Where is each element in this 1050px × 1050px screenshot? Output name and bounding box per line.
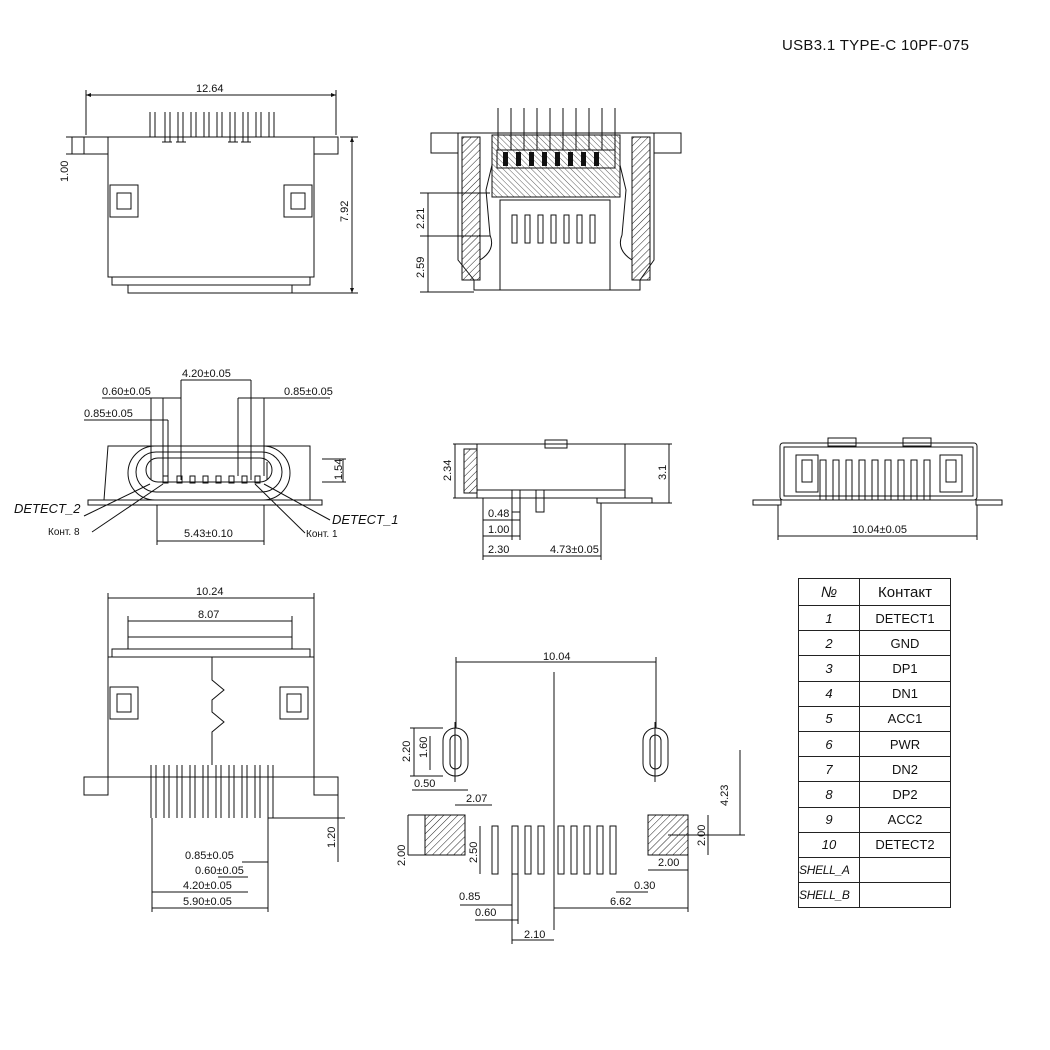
dim-fp-pad-h-right: 2.00	[696, 825, 708, 846]
pin-number: SHELL_B	[798, 882, 860, 909]
rear-view	[752, 437, 1003, 540]
dim-top-060: 0.60±0.05	[195, 865, 244, 877]
dim-side-h2: 3.1	[657, 465, 669, 480]
dim-section-lower: 2.59	[415, 257, 427, 278]
dim-top-420: 4.20±0.05	[183, 880, 232, 892]
dim-side-230: 2.30	[488, 544, 509, 556]
pin-name	[859, 856, 951, 884]
dim-fp-slot-h: 2.20	[401, 741, 413, 762]
section-view	[420, 108, 682, 293]
label-pin1: Конт. 1	[306, 529, 338, 540]
dim-mating-pad-right: 0.85±0.05	[284, 386, 333, 398]
dim-top-width-outer: 10.24	[196, 586, 224, 598]
pin-name: DN1	[859, 680, 951, 707]
dim-fp-pad-offset: 4.23	[719, 785, 731, 806]
dim-front-flange: 1.00	[59, 161, 71, 182]
dim-top-width-inner: 8.07	[198, 609, 219, 621]
dim-fp-085: 0.85	[459, 891, 480, 903]
dim-mating-pitch: 4.20±0.05	[182, 368, 231, 380]
front-view	[66, 90, 358, 294]
dim-front-width: 12.64	[196, 83, 224, 95]
pin-name: DP2	[859, 781, 951, 808]
label-detect2: DETECT_2	[14, 501, 81, 516]
dim-side-473: 4.73±0.05	[550, 544, 599, 556]
pin-number: 10	[798, 831, 860, 858]
dim-top-lead: 1.20	[326, 827, 338, 848]
dim-mating-height: 1.54	[333, 459, 345, 480]
pin-name: DN2	[859, 756, 951, 783]
dim-fp-width: 10.04	[543, 651, 571, 663]
label-detect1: DETECT_1	[332, 512, 398, 527]
dim-fp-slot-x: 2.07	[466, 793, 487, 805]
dim-mating-pad-left2: 0.85±0.05	[84, 408, 133, 420]
pin-number: 9	[798, 806, 860, 833]
pin-number: 5	[798, 705, 860, 732]
pin-name	[859, 882, 951, 909]
dim-top-085: 0.85±0.05	[185, 850, 234, 862]
dim-fp-pad-h-left: 2.00	[396, 845, 408, 866]
pin-number: 7	[798, 756, 860, 783]
dim-fp-slot-inner: 1.60	[418, 737, 430, 758]
dim-side-100: 1.00	[488, 524, 509, 536]
dim-side-048: 0.48	[488, 508, 509, 520]
pin-name: DP1	[859, 655, 951, 682]
pin-number: 3	[798, 655, 860, 682]
pin-number: 4	[798, 680, 860, 707]
side-view	[453, 439, 672, 560]
dim-front-height: 7.92	[339, 201, 351, 222]
label-pin8: Конт. 8	[48, 527, 80, 538]
dim-fp-060: 0.60	[475, 907, 496, 919]
dim-section-upper: 2.21	[415, 208, 427, 229]
pin-table-header-name: Контакт	[859, 578, 951, 606]
pin-name: DETECT2	[859, 831, 951, 858]
dim-fp-210: 2.10	[524, 929, 545, 941]
pin-number: 2	[798, 630, 860, 657]
pin-name: GND	[859, 630, 951, 657]
pin-name: ACC2	[859, 806, 951, 833]
pin-number: 1	[798, 604, 860, 632]
table-row: SHELL_A	[798, 856, 951, 884]
dim-top-590: 5.90±0.05	[183, 896, 232, 908]
pin-table-header-num: №	[798, 578, 860, 606]
pin-number: SHELL_A	[798, 856, 860, 884]
drawing-title: USB3.1 TYPE-C 10PF-075	[782, 37, 970, 54]
mating-face-view	[83, 379, 346, 545]
dim-mating-width: 5.43±0.10	[184, 528, 233, 540]
pin-number: 6	[798, 730, 860, 758]
pin-number: 8	[798, 781, 860, 808]
dim-fp-pad-w-right: 2.00	[658, 857, 679, 869]
dim-rear-width: 10.04±0.05	[852, 524, 907, 536]
pcb-footprint-view	[407, 657, 745, 944]
table-row: SHELL_B	[798, 882, 951, 909]
dim-fp-slot-w: 0.50	[414, 778, 435, 790]
dim-fp-662: 6.62	[610, 896, 631, 908]
dim-fp-gap: 0.30	[634, 880, 655, 892]
dim-side-h1: 2.34	[442, 460, 454, 481]
pin-name: DETECT1	[859, 604, 951, 632]
top-view	[83, 593, 345, 912]
pin-name: ACC1	[859, 705, 951, 732]
pin-name: PWR	[859, 730, 951, 758]
dim-fp-pin-len: 2.50	[468, 842, 480, 863]
dim-mating-pad-left: 0.60±0.05	[102, 386, 151, 398]
